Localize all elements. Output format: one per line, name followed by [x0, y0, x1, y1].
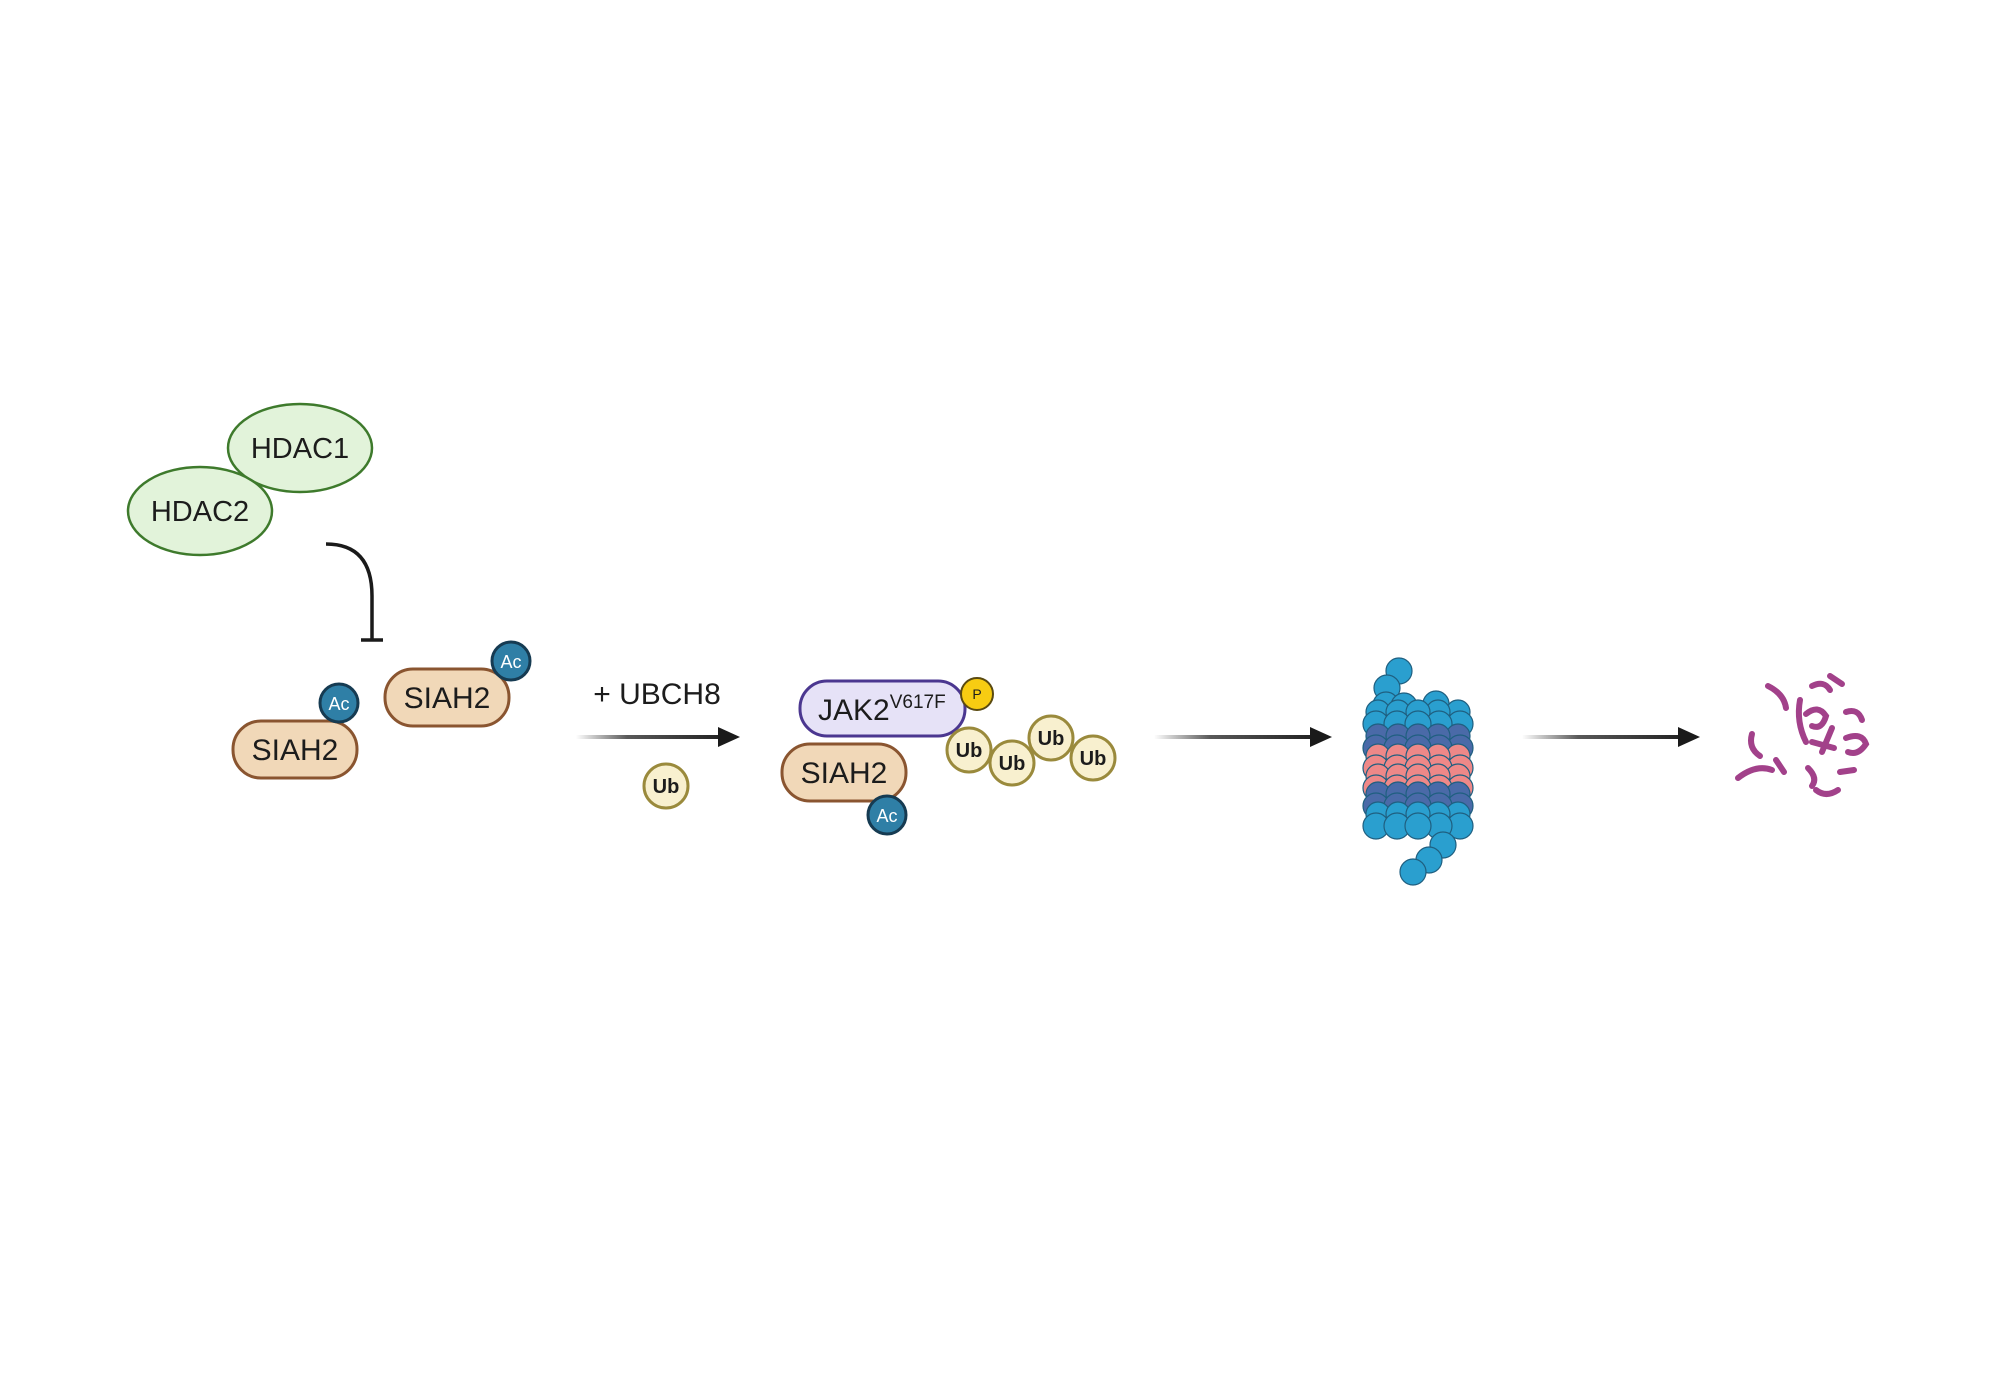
- proteasome-subunit: [1399, 858, 1427, 886]
- ubch8-label: + UBCH8: [593, 678, 721, 711]
- acetyl-badge: Ac: [490, 640, 532, 682]
- reaction-arrow-2: [1154, 727, 1332, 747]
- inhibition-arrow: [325, 542, 383, 642]
- acetyl-badge: Ac: [866, 794, 908, 836]
- phospho-label: P: [972, 686, 981, 702]
- acetyl-label: Ac: [500, 652, 521, 672]
- ubiquitin: Ub: [1069, 734, 1117, 782]
- ub-label: Ub: [956, 740, 983, 762]
- ubiquitin: Ub: [988, 739, 1036, 787]
- siah2-protein-bound: SIAH2 Ac: [780, 742, 908, 836]
- jak2-protein: JAK2V617F P: [798, 677, 994, 738]
- free-ubiquitin: Ub: [642, 762, 690, 810]
- proteasome-subunit: [1404, 812, 1432, 840]
- ub-label: Ub: [999, 753, 1026, 775]
- jak2-siah2-complex: JAK2V617F P SIAH2 Ac Ub Ub: [780, 677, 1117, 836]
- acetyl-label: Ac: [876, 806, 897, 826]
- siah2-label: SIAH2: [404, 682, 491, 715]
- reaction-arrow-1: [576, 727, 740, 747]
- ub-label: Ub: [653, 776, 680, 798]
- hdac2-label: HDAC2: [151, 496, 249, 528]
- jak2-name: JAK2: [818, 694, 890, 727]
- ub-label: Ub: [1080, 748, 1107, 770]
- reaction-arrow-3: [1522, 727, 1700, 747]
- phospho-badge: P: [960, 677, 994, 711]
- polyubiquitin-chain: Ub Ub Ub Ub: [945, 714, 1117, 787]
- acetyl-label: Ac: [328, 694, 349, 714]
- ubiquitin: Ub: [945, 726, 993, 774]
- hdac1-protein: HDAC1: [226, 402, 374, 494]
- hdac1-label: HDAC1: [251, 433, 349, 465]
- acetyl-badge: Ac: [318, 682, 360, 724]
- siah2-label: SIAH2: [252, 734, 339, 767]
- ub-label: Ub: [1038, 728, 1065, 750]
- jak2-label: JAK2V617F: [818, 692, 946, 727]
- hdac-complex: HDAC1 HDAC2: [126, 402, 374, 557]
- siah2-protein-left: SIAH2 Ac: [231, 682, 360, 780]
- siah2-label: SIAH2: [801, 757, 888, 790]
- siah2-protein-right: SIAH2 Ac: [383, 640, 532, 728]
- peptide-fragments-icon: [1735, 673, 1870, 797]
- ubiquitin: Ub: [1027, 714, 1075, 762]
- hdac2-protein: HDAC2: [126, 465, 274, 557]
- jak2-mutation: V617F: [890, 692, 946, 713]
- proteasome-icon: [1362, 657, 1474, 886]
